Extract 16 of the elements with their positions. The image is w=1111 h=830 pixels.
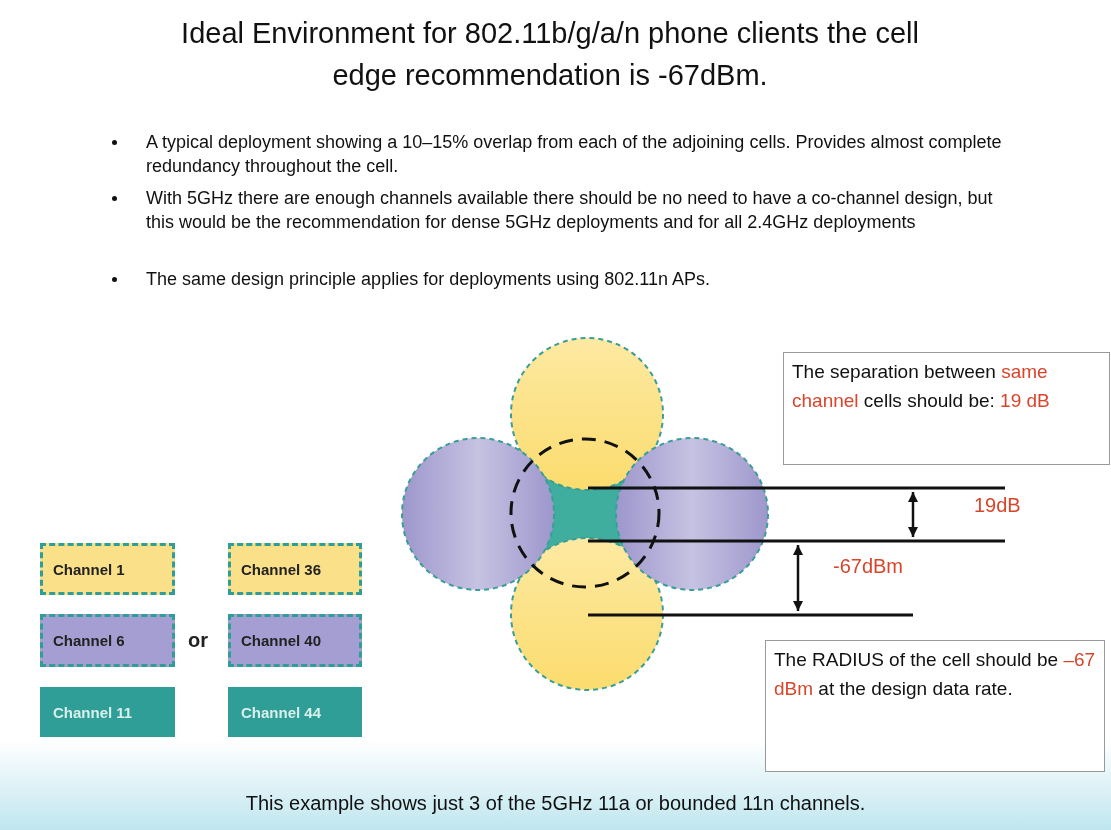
title: Ideal Environment for 802.11b/g/a/n phone clients the cell edge recommendation is -67dBm. (180, 16, 920, 93)
channel-box: Channel 44 (228, 687, 362, 737)
caption: This example shows just 3 of the 5GHz 11a or bounded 11n channels. (244, 792, 867, 815)
callout-box: The separation between same channel cells should be: 19 dB (783, 352, 1110, 465)
channel-box: Channel 6 (40, 614, 175, 667)
connector-word: or (188, 629, 208, 652)
channel-box: Channel 11 (40, 687, 175, 737)
measurement-label: 19dB (974, 494, 1021, 517)
channel-box: Channel 1 (40, 543, 175, 595)
bullet-text: The same design principle applies for deployments using 802.11n APs. (146, 269, 710, 289)
bullet-text: A typical deployment showing a 10–15% overlap from each of the adjoining cells. Provides almost complete redundancy throughout the cell. (146, 132, 1002, 176)
measurement-label: -67dBm (833, 555, 904, 578)
channel-box: Channel 40 (228, 614, 362, 667)
callout-box: The RADIUS of the cell should be –67 dBm at the design data rate. (765, 640, 1105, 772)
channel-box: Channel 36 (228, 543, 362, 595)
bullet-text: With 5GHz there are enough channels available there should be no need to have a co-channel design, but this would be the recommendation for dense 5GHz deployments and for all 2.4GHz deployments (146, 188, 993, 232)
